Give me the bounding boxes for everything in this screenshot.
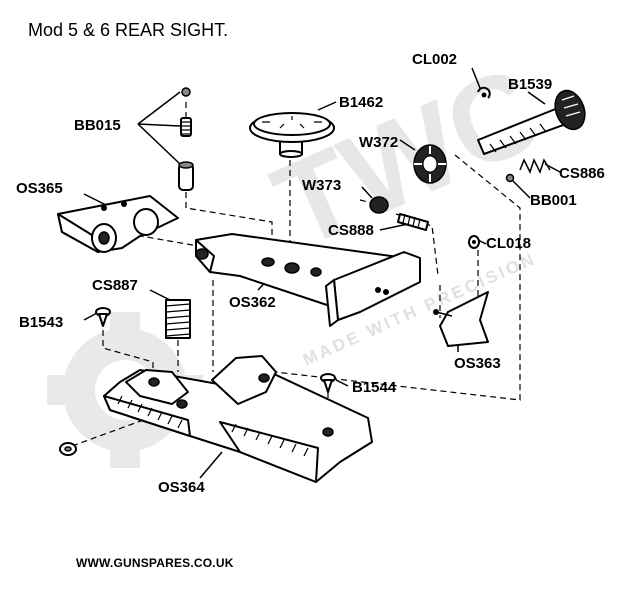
label-bb015: BB015 [74,117,121,134]
part-b1539 [477,89,586,155]
label-b1539: B1539 [508,76,553,93]
label-cl018: CL018 [486,235,532,252]
part-os363 [433,291,489,347]
part-washer [59,442,77,456]
diagram-title: Mod 5 & 6 REAR SIGHT. [28,20,229,40]
label-os363: OS363 [454,355,501,372]
label-os365: OS365 [16,180,63,197]
part-cl018 [468,235,480,249]
part-b1544 [320,373,336,393]
label-b1543: B1543 [19,314,64,331]
part-b1462 [249,112,335,158]
label-cs886: CS886 [559,165,605,182]
part-b1543 [95,307,111,327]
part-bb015 [178,87,194,191]
label-os364: OS364 [158,479,205,496]
part-os364 [103,355,373,483]
label-w373: W373 [302,177,342,194]
label-w372: W372 [359,134,399,151]
label-os362: OS362 [229,294,276,311]
label-cs887: CS887 [92,277,138,294]
label-b1462: B1462 [339,94,384,111]
part-bb001 [505,173,515,183]
part-os362 [195,233,421,327]
label-cl002: CL002 [412,51,458,68]
part-cs886 [519,158,551,174]
part-os365 [57,195,179,253]
part-cs888 [397,213,429,231]
label-b1544: B1544 [352,379,397,396]
footer-website: WWW.GUNSPARES.CO.UK [76,556,234,570]
part-w372 [413,144,447,184]
label-bb001: BB001 [530,192,577,209]
part-w373 [369,196,389,214]
part-cs887 [165,299,191,339]
part-cl002 [477,86,491,99]
label-cs888: CS888 [328,222,374,239]
